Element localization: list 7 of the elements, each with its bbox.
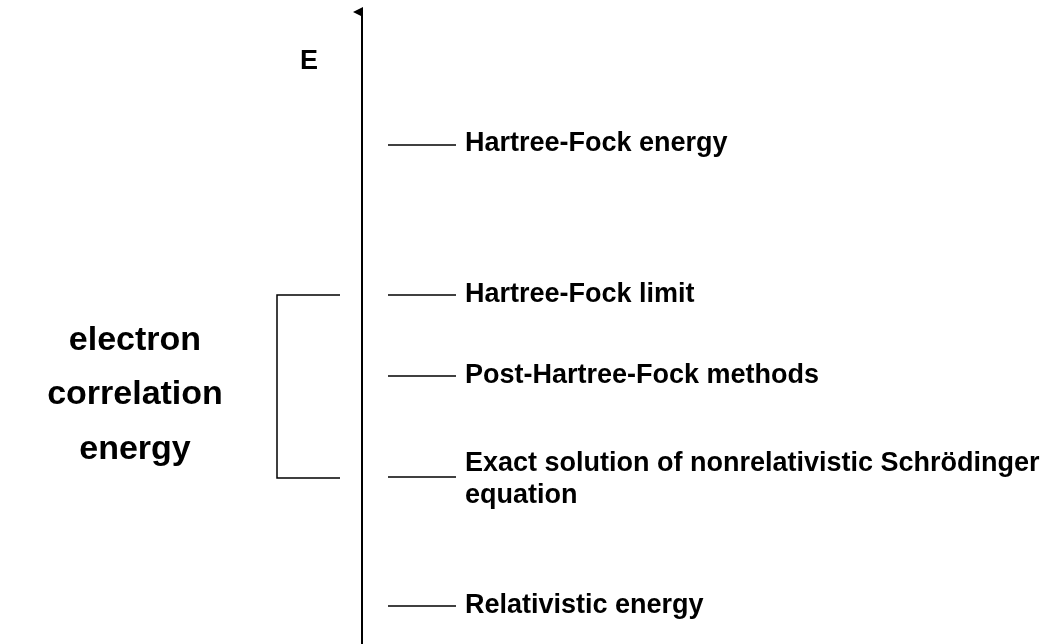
level-label: Hartree-Fock limit [465,277,696,310]
axis-label: E [300,44,319,77]
bracket-label: electron correlation energy [46,318,224,468]
level-label: Hartree-Fock energy [465,126,729,159]
level-label: Relativistic energy [465,588,705,621]
level-label: Post-Hartree-Fock methods [465,358,821,391]
level-label: Exact solution of nonrelativistic Schrödinger equation [465,446,1041,511]
